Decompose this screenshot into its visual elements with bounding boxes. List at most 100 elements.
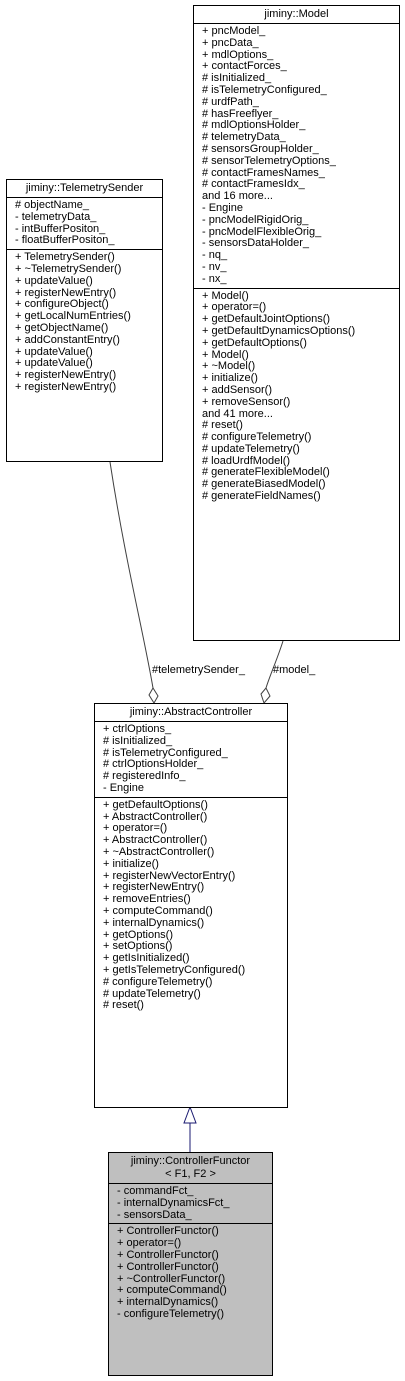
- member-row: + removeEntries(): [103, 893, 191, 906]
- member-row: # contactFramesIdx_: [202, 178, 305, 191]
- member-row: - nq_: [202, 249, 228, 262]
- member-row: + AbstractController(): [103, 810, 208, 823]
- member-row: + getOptions(): [103, 928, 174, 941]
- member-row: - nx_: [202, 272, 227, 285]
- model-composition-edge: [265, 640, 284, 689]
- member-row: + ~ControllerFunctor(): [117, 1272, 226, 1285]
- member-row: - commandFct_: [117, 1185, 194, 1197]
- member-row: # configureTelemetry(): [202, 431, 312, 444]
- member-row: # reset(): [202, 419, 243, 432]
- member-row: # updateTelemetry(): [202, 442, 300, 455]
- member-row: + internalDynamics(): [117, 1296, 219, 1309]
- member-row: # isTelemetryConfigured_: [103, 746, 228, 759]
- member-row: + registerNewEntry(): [103, 881, 205, 894]
- model-class-title: jiminy::Model: [194, 6, 399, 24]
- member-row: + Model(): [202, 289, 249, 302]
- telemetry-sender-methods: + TelemetrySender()+ ~TelemetrySender() +…: [7, 250, 162, 396]
- telemetry-sender-composition-edge: [109, 461, 154, 689]
- model-diamond-icon: [260, 687, 271, 704]
- member-row: # generateFlexibleModel(): [202, 466, 330, 479]
- member-row: - floatBufferPositon_: [15, 234, 115, 247]
- member-row: + addConstantEntry(): [15, 333, 120, 346]
- member-row: + configureObject(): [15, 298, 109, 311]
- model-methods: + Model()+ operator=()+ getDefaultJointO…: [194, 289, 399, 505]
- member-row: - sensorsData_: [117, 1208, 192, 1221]
- member-row: + initialize(): [202, 372, 258, 385]
- member-row: + TelemetrySender(): [15, 251, 115, 264]
- controller-functor-class-box: jiminy::ControllerFunctor < F1, F2 > - c…: [108, 1152, 273, 1376]
- member-row: # ctrlOptionsHolder_: [103, 758, 204, 771]
- member-row: # reset(): [103, 999, 144, 1012]
- member-row: + registerNewEntry(): [15, 380, 117, 393]
- member-row: + Model(): [202, 348, 249, 361]
- member-row: + registerNewEntry(): [15, 286, 117, 299]
- member-row: and 16 more...: [202, 190, 273, 203]
- member-row: + addSensor(): [202, 383, 273, 396]
- member-row: + pncModel_: [202, 25, 266, 37]
- member-row: + operator=(): [103, 822, 168, 835]
- member-row: + getIsTelemetryConfigured(): [103, 963, 246, 976]
- member-row: - internalDynamicsFct_: [117, 1196, 230, 1209]
- member-row: + getDefaultDynamicsOptions(): [202, 324, 356, 337]
- model-class-box: jiminy::Model + pncModel_+ pncData_+ mdl…: [193, 5, 400, 641]
- member-row: + updateValue(): [15, 345, 93, 358]
- member-row: + getLocalNumEntries(): [15, 310, 131, 323]
- telemetry-sender-class-box: jiminy::TelemetrySender # objectName_- t…: [6, 179, 163, 462]
- member-row: # hasFreeflyer_: [202, 107, 279, 120]
- controller-functor-title-line2: < F1, F2 >: [165, 1168, 216, 1180]
- controller-functor-attributes: - commandFct_- internalDynamicsFct_- sen…: [109, 1184, 272, 1225]
- member-row: + ctrlOptions_: [103, 723, 172, 735]
- member-row: # updateTelemetry(): [103, 987, 201, 1000]
- member-row: # telemetryData_: [202, 131, 286, 144]
- abstract-controller-methods: + getDefaultOptions()+ AbstractControlle…: [95, 798, 287, 1014]
- member-row: + updateValue(): [15, 357, 93, 370]
- member-row: # urdfPath_: [202, 95, 259, 108]
- member-row: + getDefaultOptions(): [202, 336, 307, 349]
- member-row: - sensorsDataHolder_: [202, 237, 309, 250]
- member-row: + contactForces_: [202, 60, 287, 73]
- member-row: + AbstractController(): [103, 834, 208, 847]
- member-row: + computeCommand(): [103, 904, 213, 917]
- controller-functor-methods: + ControllerFunctor()+ operator=()+ Cont…: [109, 1224, 272, 1322]
- member-row: + pncData_: [202, 36, 259, 49]
- member-row: + ControllerFunctor(): [117, 1260, 219, 1273]
- telemetry-sender-attributes: # objectName_- telemetryData_- intBuffer…: [7, 198, 162, 251]
- member-row: # sensorTelemetryOptions_: [202, 154, 336, 167]
- inheritance-arrow-icon: [183, 1105, 197, 1124]
- member-row: + removeSensor(): [202, 395, 291, 408]
- member-row: - configureTelemetry(): [117, 1307, 224, 1320]
- member-row: # objectName_: [15, 199, 89, 211]
- member-row: - telemetryData_: [15, 210, 97, 223]
- member-row: + operator=(): [117, 1237, 182, 1250]
- member-row: # registeredInfo_: [103, 770, 186, 783]
- member-row: + getDefaultOptions(): [103, 798, 208, 811]
- member-row: + getIsInitialized(): [103, 952, 190, 965]
- member-row: # contactFramesNames_: [202, 166, 325, 179]
- abstract-controller-attributes: + ctrlOptions_# isInitialized_# isTeleme…: [95, 722, 287, 798]
- member-row: - pncModelFlexibleOrig_: [202, 225, 322, 238]
- abstract-controller-class-title: jiminy::AbstractController: [95, 704, 287, 722]
- member-row: + ~Model(): [202, 360, 256, 373]
- member-row: + ~AbstractController(): [103, 845, 215, 858]
- member-row: and 41 more...: [202, 407, 273, 420]
- member-row: + initialize(): [103, 857, 159, 870]
- member-row: # isInitialized_: [202, 72, 272, 85]
- member-row: # generateBiasedModel(): [202, 478, 326, 491]
- member-row: # sensorsGroupHolder_: [202, 142, 319, 155]
- member-row: - pncModelRigidOrig_: [202, 213, 309, 226]
- member-row: + operator=(): [202, 301, 267, 314]
- member-row: # generateFieldNames(): [202, 490, 321, 503]
- member-row: + getObjectName(): [15, 321, 109, 334]
- abstract-controller-class-box: jiminy::AbstractController + ctrlOptions…: [94, 703, 288, 1108]
- member-row: - Engine: [103, 781, 144, 794]
- member-row: - Engine: [202, 201, 243, 214]
- telemetry-sender-diamond-icon: [148, 687, 159, 704]
- member-row: # isTelemetryConfigured_: [202, 83, 327, 96]
- controller-functor-title-line1: jiminy::ControllerFunctor: [130, 1155, 251, 1167]
- member-row: # loadUrdfModel(): [202, 454, 291, 467]
- member-row: - nv_: [202, 260, 227, 273]
- member-row: + ControllerFunctor(): [117, 1225, 219, 1238]
- member-row: + ~TelemetrySender(): [15, 262, 122, 275]
- controller-functor-class-title: jiminy::ControllerFunctor < F1, F2 >: [109, 1153, 272, 1184]
